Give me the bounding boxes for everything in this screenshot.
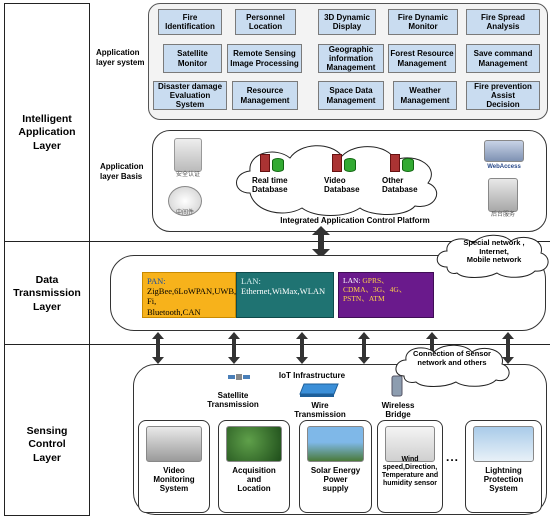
app-module: Space Data Management [318, 81, 384, 110]
device-caption: 安全认证 [175, 172, 200, 178]
database-label: Video Database [324, 176, 360, 195]
app-module: Personnel Location [235, 9, 296, 35]
database-icon [332, 154, 358, 172]
wireless-bridge-icon [391, 375, 403, 397]
sensor-cloud-bubble [395, 344, 510, 387]
device-caption: WebAccess [487, 164, 521, 170]
bidirectional-arrow-large [312, 226, 330, 258]
sensor-device-photo [146, 426, 202, 462]
app-module: Fire Dynamic Monitor [388, 9, 458, 35]
ellipsis: ... [446, 450, 460, 464]
sensor-device-label: Lightning Protection System [483, 466, 524, 494]
sensor-device-label: Solar Energy Power supply [310, 466, 361, 494]
sensing-control-layer-label: Sensing Control Layer [26, 425, 68, 464]
app-module: Resource Management [232, 81, 298, 110]
app-module: Satellite Monitor [163, 44, 222, 73]
intelligent-application-layer-label: Intelligent Application Layer [18, 113, 76, 152]
layer-column [4, 3, 90, 516]
sensor-cloud-text: Connection of Sensor network and others [413, 349, 491, 367]
app-module: 3D Dynamic Display [318, 9, 376, 35]
sensor-device-photo [385, 426, 435, 462]
data-transmission-layer-label: Data Transmission Layer [13, 274, 81, 313]
database-label: Real time Database [252, 176, 288, 195]
bidirectional-arrow [358, 332, 370, 364]
pan-network-box: PAN: ZigBee,6LoWPAN,UWB,Wi-Fi, Bluetooth… [142, 272, 249, 318]
app-module: Fire Identification [158, 9, 222, 35]
sensor-device-photo [226, 426, 282, 462]
wan-prefix: LAN: [343, 276, 361, 285]
sensor-device-photo [307, 426, 364, 462]
bidirectional-arrow [426, 332, 438, 364]
app-module: Weather Management [393, 81, 457, 110]
bidirectional-arrow [228, 332, 240, 364]
wire-transmission-label: Wire Transmission [294, 401, 346, 420]
app-module: Remote Sensing Image Processing [227, 44, 302, 73]
sensor-device-label: Video Monitoring System [153, 466, 195, 494]
app-module: Fire prevention Assist Decision [466, 81, 540, 110]
satellite-icon [228, 374, 250, 380]
bidirectional-arrow [152, 332, 164, 364]
bidirectional-arrow [502, 332, 514, 364]
integrated-platform-label: Integrated Application Control Platform [280, 216, 430, 225]
app-module: Disaster damage Evaluation System [153, 81, 227, 110]
network-cloud-text: Special network , Internet, Mobile netwo… [463, 238, 525, 265]
device-caption: 后台服务 [490, 212, 515, 218]
application-layer-basis-label: Application layer Basis [100, 162, 144, 182]
layer-divider [4, 344, 90, 345]
iot-infrastructure-title: IoT Infrastructure [278, 371, 346, 380]
bidirectional-arrow [296, 332, 308, 364]
database-icon [390, 154, 416, 172]
wan-network-box: LAN: GPRS、 CDMA、3G、4G、 PSTN、ATM [338, 272, 434, 318]
device-caption: 中间件 [175, 210, 194, 216]
lan-prefix: LAN: [241, 276, 261, 286]
database-label: Other Database [382, 176, 418, 195]
pan-text: ZigBee,6LoWPAN,UWB,Wi-Fi, Bluetooth,CAN [147, 286, 250, 317]
backend-server-icon [488, 178, 518, 212]
security-server-icon [174, 138, 202, 172]
app-module: Forest Resource Management [388, 44, 456, 73]
lan-text: Ethernet,WiMax,WLAN [241, 286, 326, 297]
app-module: Geographic information Management [318, 44, 384, 73]
middleware-server-icon [168, 186, 202, 216]
database-cloud [236, 145, 438, 216]
wire-switch-icon [299, 383, 339, 397]
wireless-bridge-label: Wireless Bridge [381, 401, 415, 420]
database-icon [260, 154, 286, 172]
layer-divider [4, 241, 90, 242]
sensor-device-label: Wind speed,Direction, Temperature and hu… [381, 456, 439, 488]
app-module: Save command Management [466, 44, 540, 73]
satellite-transmission-label: Satellite Transmission [207, 391, 259, 410]
network-cloud-bubble [436, 234, 549, 278]
horizontal-separator [90, 344, 550, 345]
webaccess-icon [484, 140, 524, 162]
pan-prefix: PAN: [147, 276, 166, 286]
lan-network-box: LAN: Ethernet,WiMax,WLAN [236, 272, 334, 318]
wan-text: GPRS、 CDMA、3G、4G、 PSTN、ATM [343, 276, 407, 303]
application-layer-system-label: Application layer system [96, 48, 145, 68]
app-module: Fire Spread Analysis [466, 9, 540, 35]
sensor-device-photo [473, 426, 534, 462]
sensor-device-label: Acquisition and Location [232, 466, 276, 494]
